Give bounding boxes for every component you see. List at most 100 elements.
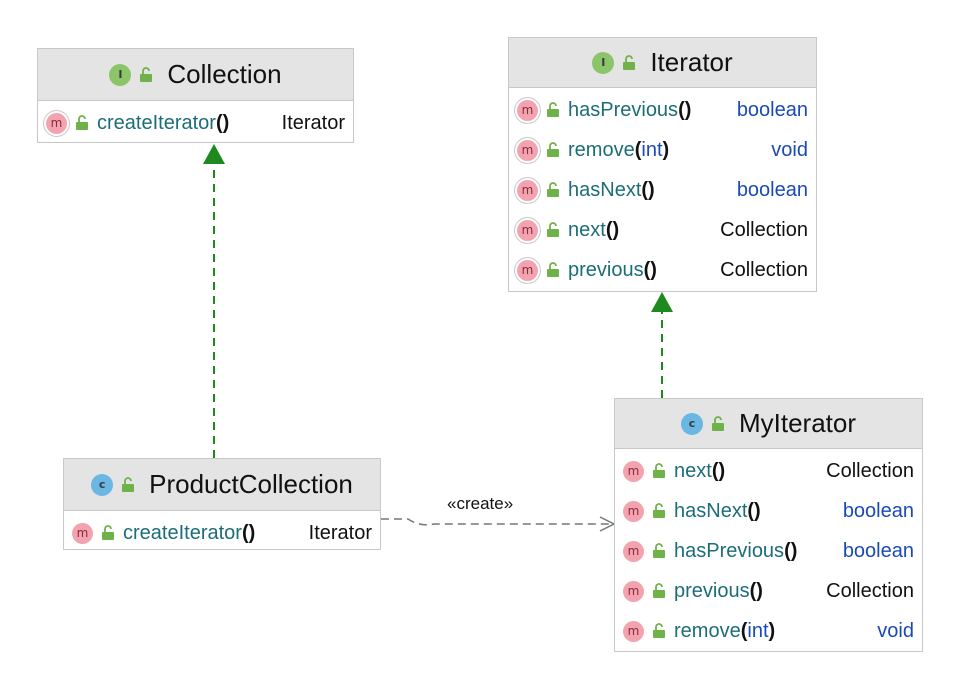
open-paren: ( <box>784 539 791 562</box>
member-row-next[interactable]: m next() Collection <box>615 451 922 491</box>
open-paren: ( <box>605 218 613 241</box>
method-name: createIterator() <box>97 112 229 135</box>
member-row-createiterator[interactable]: m createIterator() Iterator <box>38 103 353 143</box>
method-icon: m <box>517 179 538 201</box>
open-paren: ( <box>678 98 685 121</box>
public-lock-icon <box>547 142 559 157</box>
open-paren: ( <box>749 579 757 602</box>
class-icon: c <box>91 473 114 496</box>
method-icon: m <box>623 620 644 642</box>
public-lock-icon <box>653 583 665 598</box>
close-paren: ) <box>754 499 761 522</box>
close-paren: ) <box>756 579 763 602</box>
return-type: Iterator <box>281 111 345 134</box>
public-lock-icon <box>653 463 665 478</box>
close-paren: ) <box>650 258 657 281</box>
close-paren: ) <box>612 218 620 241</box>
return-type: void <box>771 138 808 161</box>
open-paren: ( <box>641 178 649 201</box>
open-paren: ( <box>241 521 249 544</box>
method-icon: m <box>623 500 644 522</box>
return-type: Collection <box>720 258 808 281</box>
method-name: createIterator() <box>123 522 255 545</box>
return-type: Collection <box>826 459 914 482</box>
member-row-remove[interactable]: m remove(int) void <box>509 130 816 170</box>
method-name-text: hasPrevious <box>674 539 785 562</box>
method-name: previous() <box>674 580 763 603</box>
public-lock-icon <box>122 476 135 492</box>
member-row-previous[interactable]: m previous() Collection <box>615 571 922 611</box>
public-lock-icon <box>547 222 559 237</box>
realization-arrowhead-iterator <box>651 292 673 312</box>
method-name: hasNext() <box>568 179 655 202</box>
member-row-hasnext[interactable]: m hasNext() boolean <box>509 170 816 210</box>
open-paren: ( <box>740 619 748 642</box>
productcollection-header[interactable]: c ProductCollection <box>64 459 380 511</box>
method-icon: m <box>46 112 67 134</box>
member-list: m createIterator() Iterator <box>38 101 353 143</box>
class-title: Iterator <box>650 47 733 77</box>
public-lock-icon <box>623 54 636 70</box>
public-lock-icon <box>547 102 559 117</box>
method-icon: m <box>517 259 538 281</box>
method-name-text: remove <box>674 619 741 642</box>
class-icon: c <box>680 412 703 435</box>
realization-arrowhead-collection <box>203 144 225 164</box>
open-paren: ( <box>643 258 651 281</box>
return-type: boolean <box>736 178 808 201</box>
return-type: boolean <box>842 539 914 562</box>
iterator-header[interactable]: I Iterator <box>509 38 816 88</box>
return-type: boolean <box>842 499 914 522</box>
method-name-text: createIterator <box>123 521 242 544</box>
method-name-text: next <box>568 218 606 241</box>
create-relation-label: «create» <box>447 494 514 513</box>
method-name: remove(int) <box>568 139 669 162</box>
collection-header[interactable]: I Collection <box>38 49 353 101</box>
public-lock-icon <box>102 525 114 540</box>
method-name: next() <box>674 460 725 483</box>
method-icon: m <box>623 580 644 602</box>
method-name-text: hasNext <box>568 178 642 201</box>
open-paren: ( <box>215 111 223 134</box>
method-name: hasPrevious() <box>568 99 691 122</box>
method-icon: m <box>623 540 644 562</box>
close-paren: ) <box>768 619 776 642</box>
myiterator-header[interactable]: c MyIterator <box>615 399 922 449</box>
method-name: hasPrevious() <box>674 540 797 563</box>
return-type: void <box>877 619 914 642</box>
close-paren: ) <box>790 539 798 562</box>
collection-interface-box[interactable]: I Collection m createIterator() Iterator <box>37 48 354 143</box>
close-paren: ) <box>662 138 670 161</box>
close-paren: ) <box>248 521 256 544</box>
method-icon: m <box>623 460 644 482</box>
public-lock-icon <box>76 115 88 130</box>
return-type: Collection <box>826 579 914 602</box>
method-name: next() <box>568 219 619 242</box>
close-paren: ) <box>222 111 230 134</box>
class-title: MyIterator <box>738 408 857 438</box>
parameter-type: int <box>747 619 769 642</box>
method-name: remove(int) <box>674 620 775 643</box>
method-name-text: next <box>674 459 712 482</box>
close-paren: ) <box>718 459 726 482</box>
public-lock-icon <box>711 415 724 431</box>
method-name-text: hasNext <box>674 499 748 522</box>
public-lock-icon <box>653 623 665 638</box>
close-paren: ) <box>648 178 655 201</box>
member-row-hasprevious[interactable]: m hasPrevious() boolean <box>615 531 922 571</box>
close-paren: ) <box>684 98 692 121</box>
public-lock-icon <box>653 503 665 518</box>
member-row-remove[interactable]: m remove(int) void <box>615 611 922 651</box>
method-name-text: hasPrevious <box>568 98 679 121</box>
method-icon: m <box>517 139 538 161</box>
